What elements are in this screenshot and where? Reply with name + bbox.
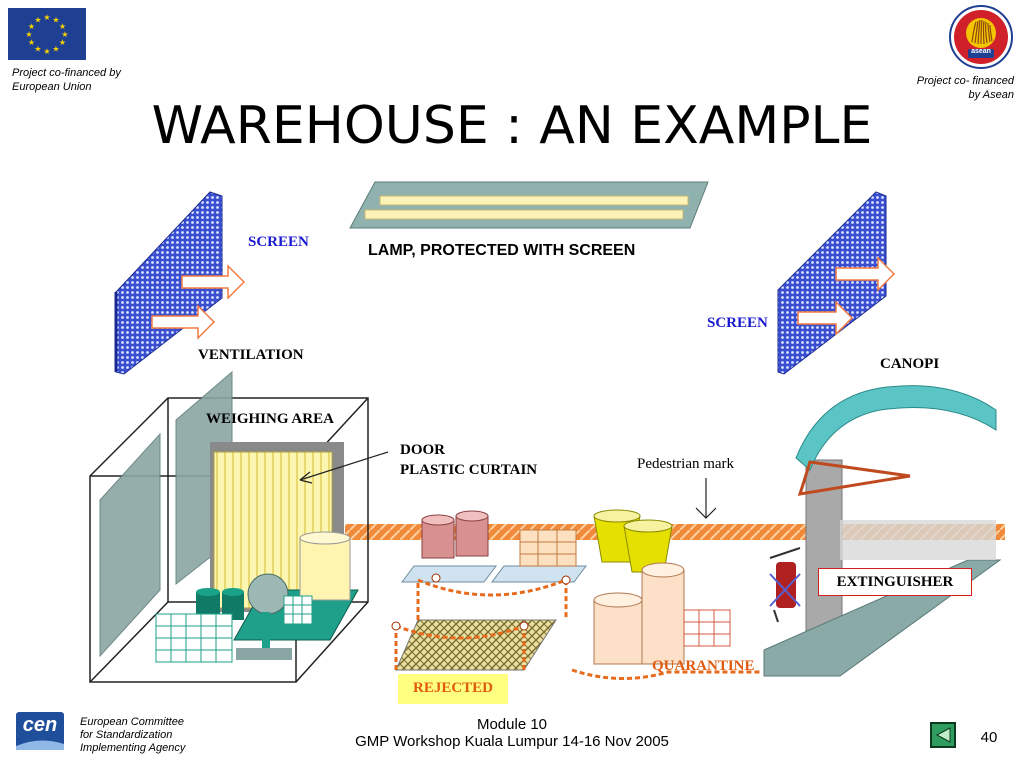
svg-text:★: ★ (43, 13, 50, 22)
svg-text:★: ★ (52, 45, 59, 54)
svg-text:★: ★ (61, 30, 68, 39)
eu-flag-logo: ★ ★ ★ ★ ★ ★ ★ ★ ★ ★ ★ ★ (8, 8, 86, 60)
asean-emblem-icon (949, 5, 1013, 69)
footer-module-info: Module 10 GMP Workshop Kuala Lumpur 14-1… (312, 716, 712, 750)
eu-note-line2: European Union (12, 81, 92, 93)
label-quarantine: QUARANTINE (652, 658, 755, 674)
rejected-area (391, 573, 571, 671)
label-pedestrian-mark: Pedestrian mark (637, 456, 735, 472)
label-door-curtain: DOOR PLASTIC CURTAIN (400, 440, 537, 480)
label-lamp: LAMP, PROTECTED WITH SCREEN (368, 242, 636, 259)
triangle-left-icon (935, 727, 951, 743)
eu-stars-icon: ★ ★ ★ ★ ★ ★ ★ ★ ★ ★ ★ ★ (25, 13, 68, 56)
label-screen-right: SCREEN (707, 315, 768, 331)
extinguisher-icon (769, 547, 801, 623)
label-door: DOOR (400, 442, 445, 458)
cen-logo: cen (14, 708, 66, 758)
label-extinguisher: EXTINGUISHER (818, 568, 972, 596)
cen-logo-text: cen (22, 714, 58, 736)
cen-line3: Implementing Agency (80, 742, 186, 754)
right-ventilation-screen (777, 191, 896, 375)
svg-text:★: ★ (34, 16, 41, 25)
quarantine-area (571, 562, 760, 680)
svg-text:★: ★ (28, 38, 35, 47)
footer-workshop: GMP Workshop Kuala Lumpur 14-16 Nov 2005 (355, 733, 669, 750)
page-title: WAREHOUSE : AN EXAMPLE (151, 96, 873, 156)
storage-pallets (401, 509, 673, 583)
next-slide-button[interactable] (930, 722, 956, 748)
label-plastic-curtain: PLASTIC CURTAIN (400, 462, 538, 478)
label-weighing-area: WEIGHING AREA (206, 411, 334, 427)
footer-module: Module 10 (476, 716, 548, 733)
cen-agency-note: European Committee for Standardization I… (80, 716, 185, 755)
asean-note-line1: Project co- financed (916, 75, 1014, 87)
eu-cofinance-note: Project co-financed by European Union (12, 66, 121, 94)
asean-cofinance-note: Project co- financed by Asean (880, 74, 1014, 102)
cen-logo-icon (14, 708, 66, 758)
page-number: 40 (980, 729, 998, 746)
svg-text:★: ★ (34, 45, 41, 54)
label-canopi: CANOPI (880, 356, 940, 372)
svg-text:★: ★ (43, 47, 50, 56)
asean-logo-text: asean (971, 48, 991, 55)
label-ventilation: VENTILATION (198, 347, 304, 363)
weighing-equipment (155, 531, 359, 663)
cen-line1: European Committee (80, 716, 184, 728)
lamp-fixture (349, 181, 709, 229)
svg-text:★: ★ (28, 22, 35, 31)
svg-text:★: ★ (25, 30, 32, 39)
label-rejected: REJECTED (398, 674, 508, 704)
eu-note-line1: Project co-financed by (12, 67, 121, 79)
svg-text:★: ★ (52, 16, 59, 25)
asean-note-line2: by Asean (968, 89, 1014, 101)
asean-logo: asean (948, 4, 1014, 70)
label-screen-left: SCREEN (248, 234, 309, 250)
left-ventilation-screen (114, 191, 246, 375)
svg-text:★: ★ (59, 38, 66, 47)
svg-text:★: ★ (59, 22, 66, 31)
cen-line2: for Standardization (80, 729, 173, 741)
